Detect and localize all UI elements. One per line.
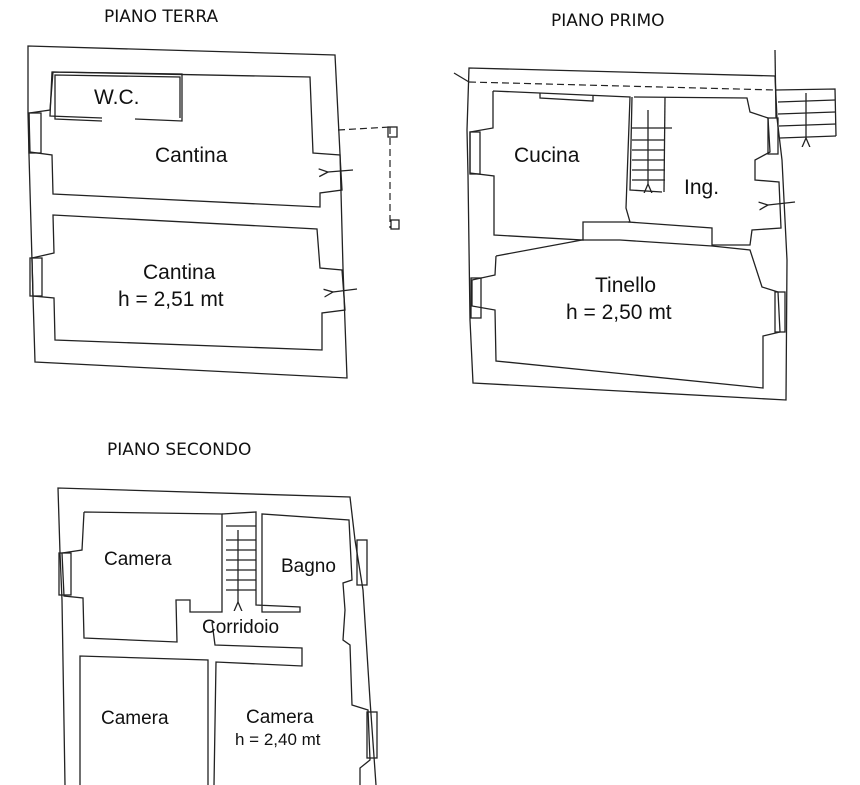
room-label: Cucina <box>514 144 580 167</box>
title-piano-terra: PIANO TERRA <box>104 7 218 27</box>
outer-wall <box>466 67 788 401</box>
window <box>767 117 779 155</box>
entry-arrow-icon <box>768 201 796 205</box>
window <box>470 277 482 319</box>
window <box>28 112 42 154</box>
external-stair-outline <box>337 126 391 131</box>
entry-arrow-icon <box>333 288 358 292</box>
window <box>58 552 72 596</box>
room-label: Camera <box>101 708 169 729</box>
room-label: Camera <box>104 549 172 570</box>
boundary-line <box>774 49 777 119</box>
external-stair <box>775 88 837 138</box>
internal-stair <box>226 525 256 602</box>
plan-piano-primo: PIANO PRIMO Cucina Ing. Tinello <box>453 11 837 401</box>
room-label: Camera <box>246 707 314 728</box>
room-cantina-1 <box>28 71 343 208</box>
room-label: Ing. <box>684 176 719 199</box>
window <box>356 539 368 586</box>
window <box>774 291 786 333</box>
height-label: h = 2,51 mt <box>118 288 224 311</box>
room-label: Bagno <box>281 556 336 577</box>
room-label: W.C. <box>94 86 140 109</box>
room-label: Cantina <box>143 261 216 284</box>
title-piano-primo: PIANO PRIMO <box>551 11 665 31</box>
entry-arrow-icon <box>328 170 354 172</box>
room-label: Corridoio <box>202 617 279 638</box>
stair-post <box>390 219 400 230</box>
room-camera-2 <box>79 655 209 785</box>
room-label: Tinello <box>595 274 656 297</box>
wc-wall-inner <box>54 74 181 122</box>
stair-post <box>387 126 398 138</box>
window <box>366 711 378 759</box>
outer-wall <box>57 487 377 785</box>
kitchen-counter <box>539 93 594 102</box>
window <box>469 131 481 175</box>
room-camera-3 <box>211 621 303 785</box>
room-camera-1 <box>61 511 223 643</box>
plan-piano-secondo: PIANO SECONDO Camera Bagno Corridoio Cam… <box>57 440 378 785</box>
window <box>29 257 43 297</box>
room-ing <box>627 96 782 246</box>
title-piano-secondo: PIANO SECONDO <box>107 440 251 460</box>
boundary-line <box>453 72 470 83</box>
height-label: h = 2,50 mt <box>566 301 672 324</box>
boundary-dashed <box>468 81 776 91</box>
outer-wall <box>27 45 348 379</box>
room-cucina <box>469 90 631 241</box>
room-label: Cantina <box>155 144 228 167</box>
plan-piano-terra: PIANO TERRA W.C. Cantina Cantina h = 2,5… <box>27 7 400 379</box>
internal-stair <box>629 96 672 192</box>
stair-enclosure <box>221 511 371 785</box>
room-tinello <box>471 239 781 389</box>
wc-wall <box>49 71 183 122</box>
height-label: h = 2,40 mt <box>235 730 321 749</box>
